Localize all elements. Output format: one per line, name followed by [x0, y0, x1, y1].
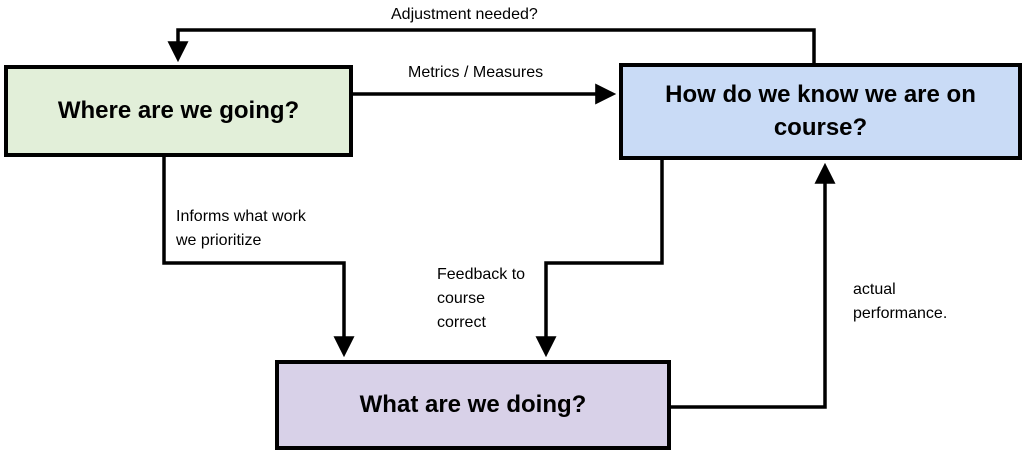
node-how-do-we-know: How do we know we are on course?: [619, 63, 1022, 160]
node-what-label: What are we doing?: [359, 390, 587, 418]
edge-label-adjustment: Adjustment needed?: [391, 3, 538, 27]
metrics-text: Metrics / Measures: [408, 64, 544, 81]
edge-informs: [162, 157, 355, 358]
edge-actual: [671, 162, 836, 409]
informs-line-1: Informs what work: [176, 208, 306, 225]
node-what-are-we-doing: What are we doing?: [275, 360, 671, 450]
feedback-line-3: correct: [437, 314, 486, 331]
edge-label-informs: Informs what work we prioritize: [176, 205, 306, 253]
actual-line-1: actual: [853, 281, 896, 298]
adjustment-text: Adjustment needed?: [391, 6, 538, 23]
informs-line-2: we prioritize: [176, 232, 262, 249]
edge-feedback: [535, 160, 664, 358]
node-where-label: Where are we going?: [57, 96, 300, 124]
node-how-label: How do we know we are on course?: [665, 81, 976, 141]
node-where-are-we-going: Where are we going?: [4, 65, 353, 157]
feedback-line-2: course: [437, 290, 486, 307]
edge-label-feedback: Feedback to course correct: [437, 263, 525, 335]
edge-label-metrics: Metrics / Measures: [408, 61, 543, 85]
edge-label-actual: actual performance.: [853, 278, 947, 326]
actual-line-2: performance.: [853, 305, 948, 322]
feedback-line-1: Feedback to: [437, 266, 526, 283]
edge-adjustment: [167, 28, 816, 63]
